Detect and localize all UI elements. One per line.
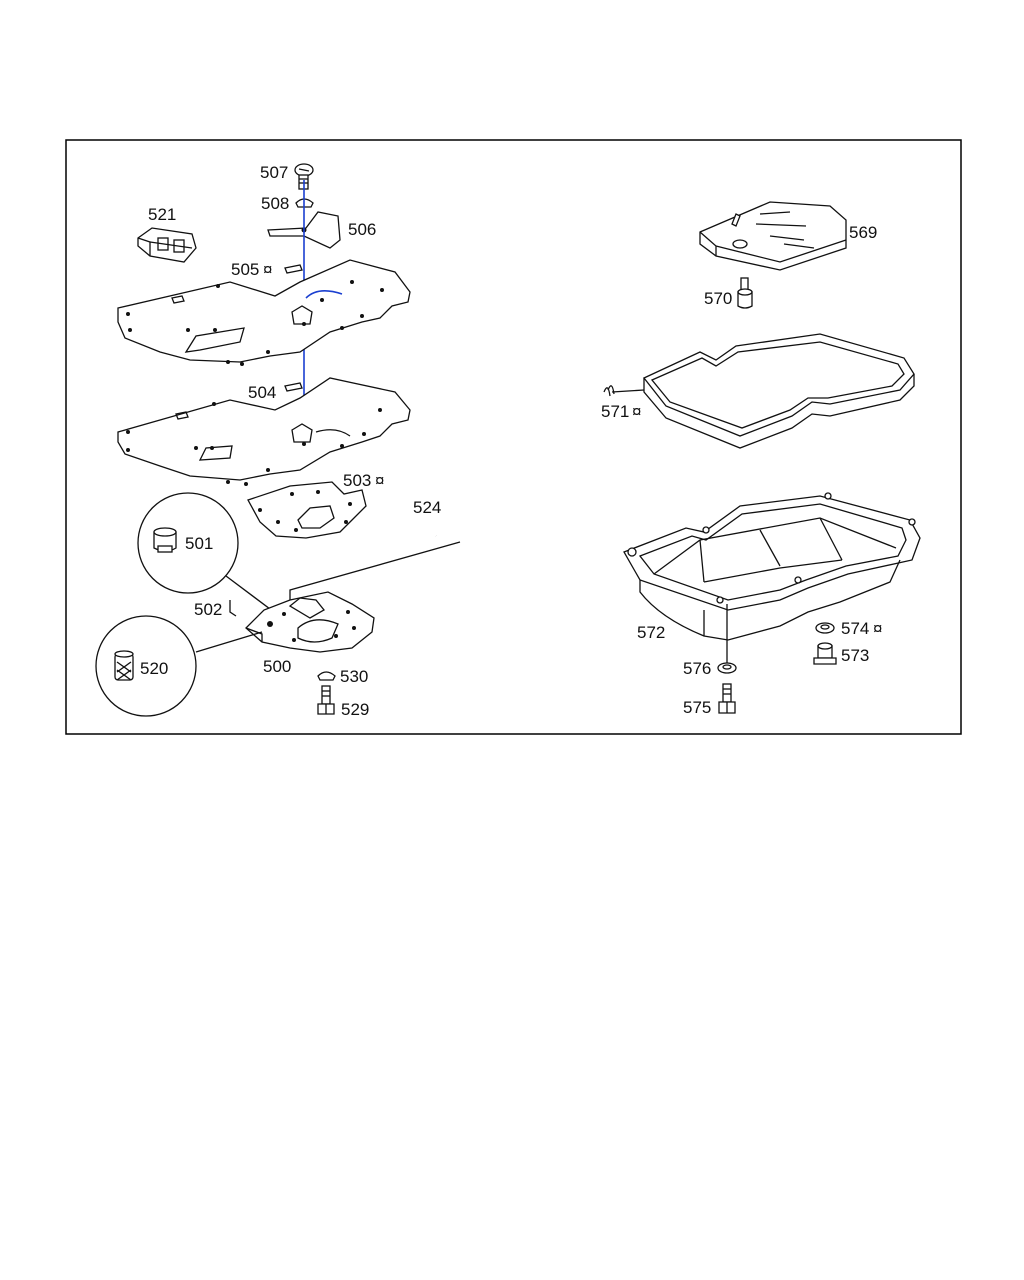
part-504-lower-plate[interactable] (117, 377, 411, 486)
part-500-valve-body[interactable] (245, 591, 375, 653)
label-576: 576 (683, 659, 711, 678)
label-501: 501 (185, 534, 213, 553)
part-576-washer[interactable] (717, 662, 737, 674)
part-573-plug[interactable] (813, 642, 837, 665)
label-572: 572 (637, 623, 665, 642)
label-573: 573 (841, 646, 869, 665)
part-529-bolt[interactable] (317, 685, 335, 715)
part-574-washer[interactable] (815, 622, 835, 634)
label-506: 506 (348, 220, 376, 239)
marker-571: ¤ (632, 402, 641, 421)
marker-574: ¤ (873, 619, 882, 638)
label-504: 504 (248, 383, 276, 402)
part-572-oil-pan[interactable] (623, 492, 921, 641)
part-503-gasket[interactable] (247, 481, 367, 539)
marker-505: ¤ (263, 260, 272, 279)
part-571-gasket[interactable] (603, 333, 915, 449)
part-530-washer[interactable] (317, 671, 336, 681)
label-574: 574 (841, 619, 869, 638)
part-575-bolt[interactable] (718, 683, 736, 714)
label-530: 530 (340, 667, 368, 686)
part-570-plug[interactable] (737, 277, 753, 309)
part-520-inset[interactable] (95, 615, 263, 717)
label-575: 575 (683, 698, 711, 717)
label-503: 503 (343, 471, 371, 490)
label-569: 569 (849, 223, 877, 242)
part-505-upper-plate[interactable] (117, 259, 411, 366)
label-505: 505 (231, 260, 259, 279)
label-571: 571 (601, 402, 629, 421)
leader-524-to-500 (289, 541, 461, 600)
label-508: 508 (261, 194, 289, 213)
label-521: 521 (148, 205, 176, 224)
part-569-filter[interactable] (699, 201, 847, 271)
label-529: 529 (341, 700, 369, 719)
label-500: 500 (263, 657, 291, 676)
marker-503: ¤ (375, 471, 384, 490)
part-501-inset[interactable] (137, 492, 283, 619)
label-570: 570 (704, 289, 732, 308)
part-502-pin[interactable] (229, 600, 237, 617)
diagram-frame (65, 139, 962, 735)
label-502: 502 (194, 600, 222, 619)
label-524: 524 (413, 498, 441, 517)
part-521-connector[interactable] (137, 227, 197, 263)
part-524-tube[interactable] (400, 486, 437, 538)
label-520: 520 (140, 659, 168, 678)
label-507: 507 (260, 163, 288, 182)
